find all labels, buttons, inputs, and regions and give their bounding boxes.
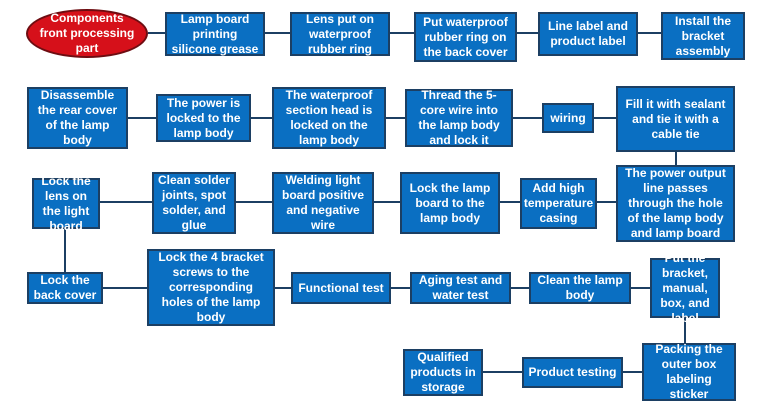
process-step: The power output line passes through the… — [616, 165, 735, 242]
process-step: Disassemble the rear cover of the lamp b… — [27, 87, 128, 149]
process-step: Fill it with sealant and tie it with a c… — [616, 86, 735, 152]
process-step: wiring — [542, 103, 594, 133]
process-step: Clean solder joints, spot solder, and gl… — [152, 172, 236, 234]
process-step: Welding light board positive and negativ… — [272, 172, 374, 234]
process-step: Lamp board printing silicone grease — [165, 12, 265, 56]
process-step: Line label and product label — [538, 12, 638, 56]
process-step: Packing the outer box labeling sticker — [642, 342, 736, 401]
process-step: Lock the lens on the light board — [32, 174, 100, 233]
process-step: Put the bracket, manual, box, and label — [650, 251, 720, 325]
process-step: Lock the lamp board to the lamp body — [400, 172, 500, 234]
process-step: Put waterproof rubber ring on the back c… — [414, 12, 517, 62]
process-step: Lens put on waterproof rubber ring — [290, 12, 390, 56]
process-step: Aging test and water test — [410, 272, 511, 304]
process-step: Product testing — [522, 357, 623, 388]
process-step: Thread the 5-core wire into the lamp bod… — [405, 88, 513, 147]
process-step: Add high temperature casing — [520, 178, 597, 229]
process-step: Lock the back cover — [27, 272, 103, 304]
process-step: The waterproof section head is locked on… — [272, 87, 386, 149]
start-node: Components front processing part — [26, 9, 148, 58]
process-step: Qualified products in storage — [403, 349, 483, 396]
process-step: The power is locked to the lamp body — [156, 94, 251, 142]
process-step: Clean the lamp body — [529, 272, 631, 304]
process-step: Lock the 4 bracket screws to the corresp… — [147, 249, 275, 326]
process-step: Functional test — [291, 272, 391, 304]
process-step: Install the bracket assembly — [661, 12, 745, 60]
